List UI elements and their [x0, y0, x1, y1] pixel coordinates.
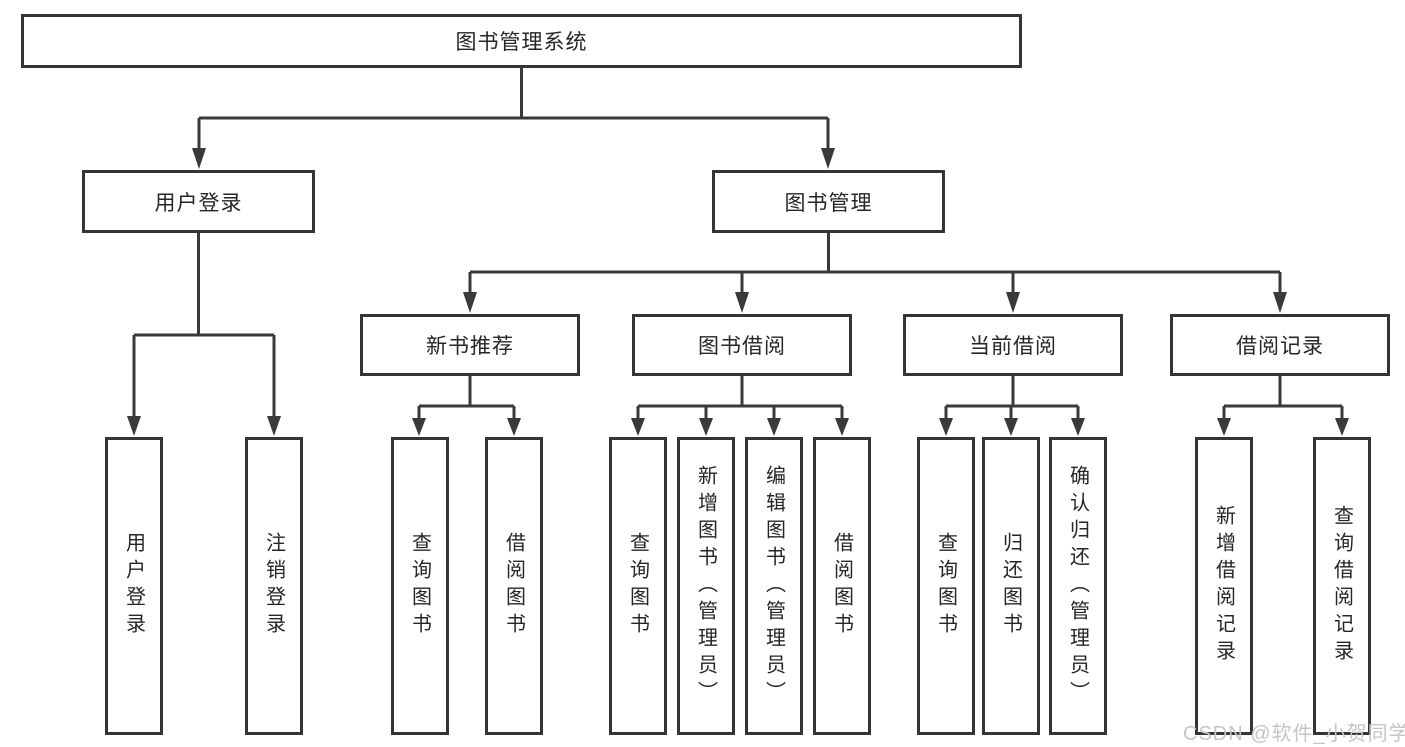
- arrowhead: [412, 418, 426, 436]
- arrowhead: [1217, 418, 1231, 436]
- arrowhead: [1071, 418, 1085, 436]
- arrowhead: [699, 418, 713, 436]
- arrowhead: [463, 292, 477, 313]
- arrowhead: [821, 148, 835, 169]
- node-query-books-3: 查询图书: [917, 437, 975, 735]
- node-query-books-1: 查询图书: [391, 437, 449, 735]
- node-user-login: 用户登录: [82, 170, 315, 233]
- arrowhead: [835, 418, 849, 436]
- node-book-borrow: 图书借阅: [632, 314, 852, 376]
- arrowhead: [1273, 292, 1287, 313]
- arrowhead: [127, 416, 141, 436]
- node-book-management: 图书管理: [712, 170, 945, 233]
- node-return-book: 归还图书: [982, 437, 1040, 735]
- arrowhead: [267, 416, 281, 436]
- arrowhead: [939, 418, 953, 436]
- arrowhead: [507, 418, 521, 436]
- node-edit-book: 编辑图书（管理员）: [745, 437, 803, 735]
- node-add-book: 新增图书（管理员）: [677, 437, 735, 735]
- node-borrow-books-2: 借阅图书: [813, 437, 871, 735]
- watermark: CSDN @软件_小贺同学: [1183, 723, 1405, 745]
- node-root: 图书管理系统: [21, 14, 1022, 68]
- arrowhead: [735, 292, 749, 313]
- arrowhead: [192, 148, 206, 169]
- node-borrow-books-1: 借阅图书: [485, 437, 543, 735]
- node-logout: 注销登录: [245, 437, 303, 735]
- node-query-borrow-record: 查询借阅记录: [1313, 437, 1371, 735]
- node-add-borrow-record: 新增借阅记录: [1195, 437, 1253, 735]
- arrowhead: [767, 418, 781, 436]
- node-query-books-2: 查询图书: [609, 437, 667, 735]
- node-new-book-recommend: 新书推荐: [360, 314, 580, 376]
- node-borrow-records: 借阅记录: [1170, 314, 1390, 376]
- arrowhead: [1335, 418, 1349, 436]
- arrowhead: [1004, 418, 1018, 436]
- arrowhead: [631, 418, 645, 436]
- node-current-borrow: 当前借阅: [903, 314, 1123, 376]
- arrowhead: [1006, 292, 1020, 313]
- node-confirm-return: 确认归还（管理员）: [1049, 437, 1107, 735]
- node-login: 用户登录: [105, 437, 163, 735]
